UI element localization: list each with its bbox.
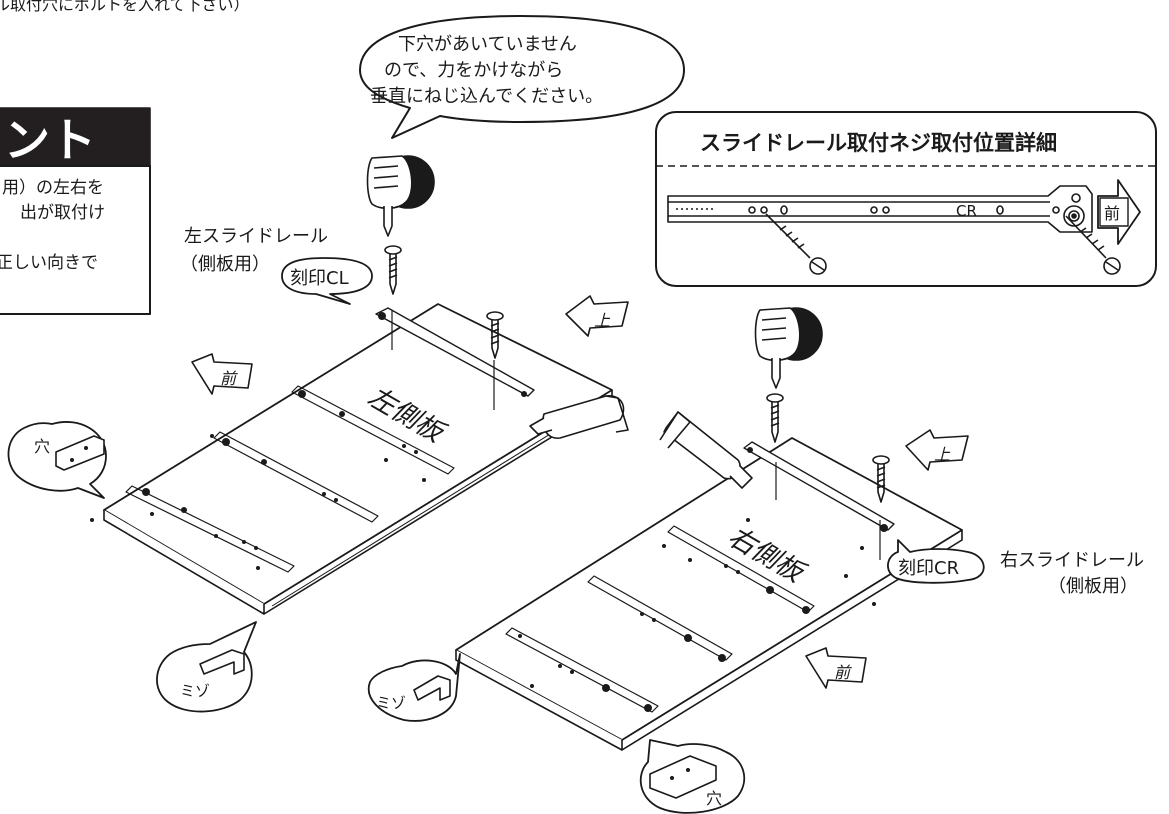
right-rail bbox=[743, 441, 895, 531]
right-rail-stamp-text: 刻印CR bbox=[898, 558, 959, 579]
left-screw-1 bbox=[384, 245, 402, 295]
point-box-line2: 出が取付け bbox=[20, 203, 105, 223]
right-panel: 右側板 bbox=[455, 437, 963, 751]
right-rail-sublabel: （側板用） bbox=[1048, 576, 1138, 597]
arrow-up-left-label: 上 bbox=[594, 311, 611, 330]
detail-screw-right bbox=[1065, 215, 1121, 275]
left-rail-stamp: 刻印CL bbox=[281, 257, 373, 305]
point-box-body bbox=[0, 165, 151, 315]
right-rail-label: 右スライドレール bbox=[1000, 550, 1144, 571]
arrow-up-left: 上 bbox=[565, 295, 629, 337]
top-note: ル取付穴にボルトを入れて下さい） bbox=[0, 0, 250, 14]
detail-arrow-label: 前 bbox=[1104, 204, 1120, 223]
bubble-line2: ので、力をかけながら bbox=[384, 60, 563, 81]
arrow-front-right: 前 bbox=[805, 647, 867, 689]
right-glue-tube-icon bbox=[659, 411, 753, 489]
callout-hole-left-label: 穴 bbox=[34, 437, 50, 456]
callout-hole-left: 穴 bbox=[7, 421, 107, 499]
right-panel-holes bbox=[518, 518, 876, 712]
point-box-line3: 正しい向きで bbox=[0, 253, 98, 273]
right-rail-stamp: 刻印CR bbox=[887, 539, 985, 584]
speech-bubble: 下穴があいていません ので、力をかけながら 垂直にねじ込んでください。 bbox=[359, 15, 685, 139]
callout-groove-left: ミゾ bbox=[156, 621, 257, 713]
callout-groove-left-label: ミゾ bbox=[180, 682, 210, 700]
point-box-line1: 用）の左右を bbox=[2, 178, 104, 198]
arrow-up-right: 上 bbox=[905, 429, 969, 471]
left-rail-label: 左スライドレール bbox=[184, 226, 328, 247]
arrow-front-left: 前 bbox=[191, 353, 253, 395]
point-box: ント 用）の左右を 出が取付け 正しい向きで bbox=[0, 107, 151, 315]
right-screw-2 bbox=[872, 455, 890, 503]
callout-groove-right: ミゾ bbox=[367, 653, 461, 722]
callout-hole-bottom-label: 穴 bbox=[706, 789, 722, 808]
right-screw-1 bbox=[766, 393, 784, 443]
arrow-up-right-label: 上 bbox=[934, 445, 951, 464]
bubble-line1: 下穴があいていません bbox=[398, 34, 577, 55]
point-box-title: ント bbox=[4, 113, 96, 167]
arrow-front-right-label: 前 bbox=[834, 663, 852, 682]
point-box-header bbox=[0, 107, 151, 167]
left-panel-holes bbox=[90, 390, 426, 570]
detail-box: スライドレール取付ネジ取付位置詳細 CR 前 bbox=[655, 111, 1157, 287]
callout-hole-bottom: 穴 bbox=[639, 739, 746, 814]
left-panel: 左側板 bbox=[90, 303, 613, 615]
arrow-front-left-label: 前 bbox=[220, 369, 238, 388]
bubble-line3: 垂直にねじ込んでください。 bbox=[370, 86, 603, 107]
detail-screw-left bbox=[765, 213, 827, 275]
detail-box-title: スライドレール取付ネジ取付位置詳細 bbox=[700, 131, 1057, 155]
right-screwdriver-icon bbox=[754, 307, 823, 389]
callout-groove-right-label: ミゾ bbox=[376, 694, 406, 712]
left-glue-tube-icon bbox=[529, 395, 629, 439]
left-screwdriver-icon bbox=[366, 155, 435, 237]
left-panel-strips bbox=[125, 385, 455, 573]
detail-rail-mark: CR bbox=[956, 202, 977, 220]
left-rail-stamp-text: 刻印CL bbox=[290, 268, 349, 289]
left-screw-2 bbox=[486, 311, 504, 359]
left-rail-sublabel: （側板用） bbox=[180, 254, 270, 275]
